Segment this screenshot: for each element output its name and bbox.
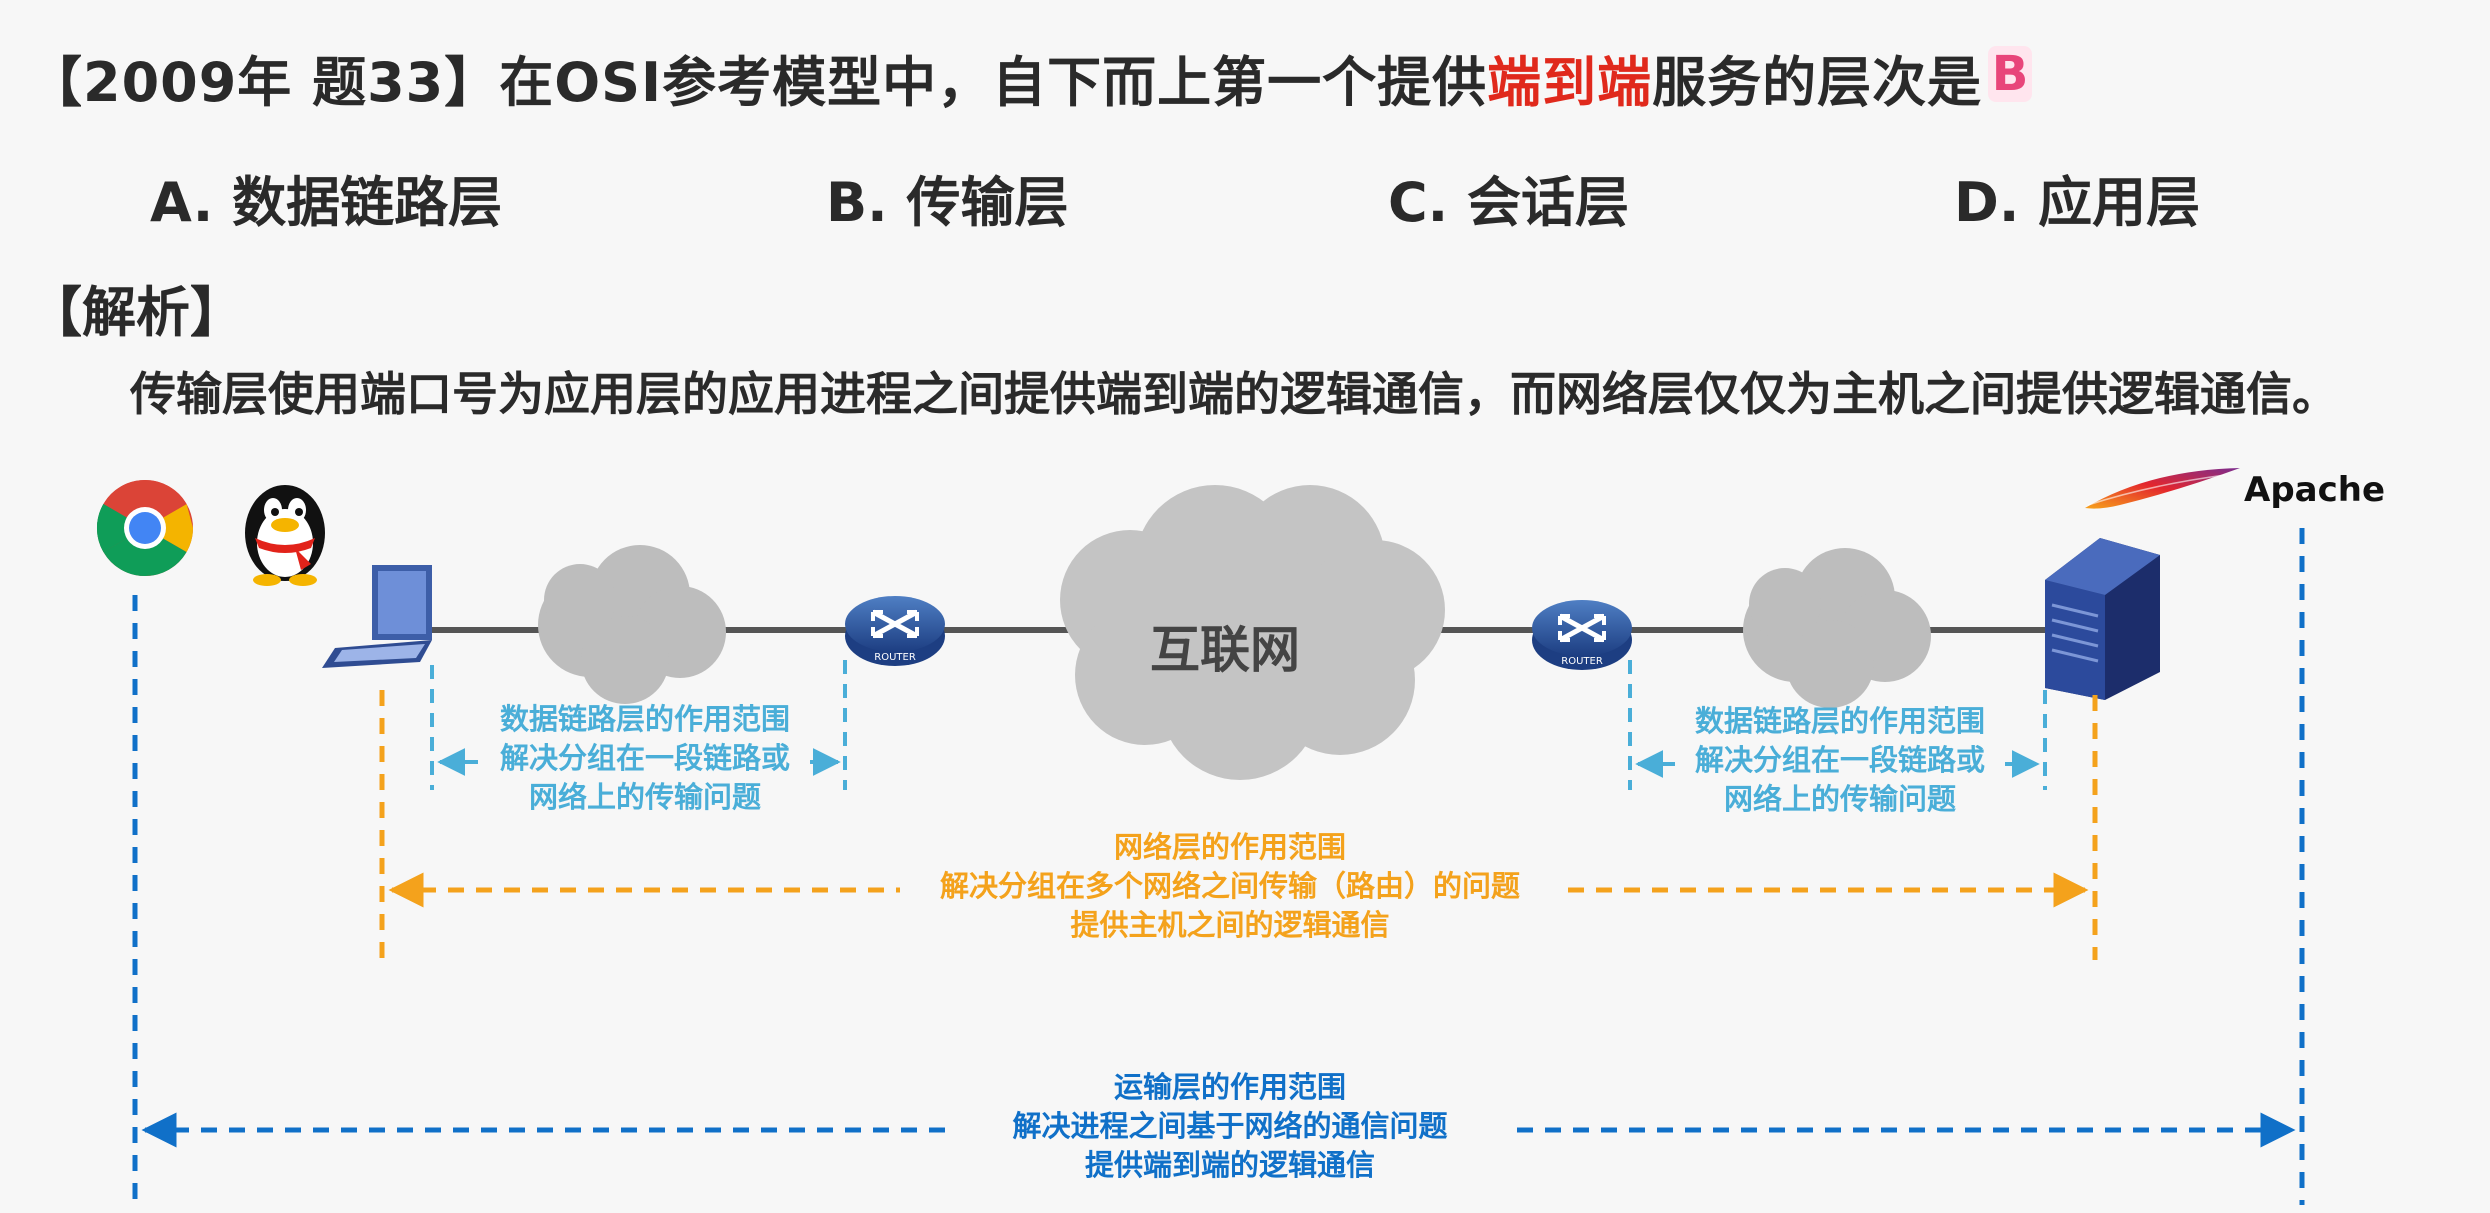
question-suffix: 服务的层次是 [1652, 51, 1983, 114]
datalink-left-line-2: 解决分组在一段链路或 [480, 739, 810, 779]
internet-label: 互联网 [1150, 621, 1300, 679]
question-prefix: 【2009年 题33】在OSI参考模型中，自下而上第一个提供 [28, 51, 1488, 114]
datalink-left-line-3: 网络上的传输问题 [528, 780, 761, 815]
router-label: ROUTER [1561, 656, 1603, 667]
router-label: ROUTER [874, 652, 916, 663]
option-b[interactable]: B. 传输层 [826, 171, 1069, 234]
network-line-1: 网络层的作用范围 [1113, 830, 1346, 864]
question-title: 【2009年 题33】在OSI参考模型中，自下而上第一个提供端到端服务的层次是 [28, 38, 1982, 117]
datalink-right-line-3: 网络上的传输问题 [1723, 782, 1956, 817]
server-icon [2045, 538, 2160, 700]
transport-line-1: 运输层的作用范围 [1113, 1070, 1346, 1104]
option-a[interactable]: A. 数据链路层 [150, 171, 503, 234]
network-line-2: 解决分组在多个网络之间传输（路由）的问题 [900, 867, 1560, 907]
datalink-right-line-2: 解决分组在一段链路或 [1675, 741, 2005, 781]
datalink-left-line-1: 数据链路层的作用范围 [499, 702, 790, 736]
laptop-icon [322, 565, 432, 668]
router-icon: ROUTER [1532, 600, 1632, 670]
option-c[interactable]: C. 会话层 [1388, 171, 1629, 234]
cloud-icon [1743, 548, 1931, 708]
answer-badge: B [1988, 46, 2032, 102]
transport-label: 运输层的作用范围 解决进程之间基于网络的通信问题 提供端到端的逻辑通信 [950, 1068, 1510, 1185]
router-icon: ROUTER [845, 596, 945, 666]
datalink-label-left: 数据链路层的作用范围 解决分组在一段链路或 网络上的传输问题 [480, 700, 810, 817]
analysis-heading: 【解析】 [28, 281, 244, 344]
transport-line-2: 解决进程之间基于网络的通信问题 [950, 1107, 1510, 1147]
option-d[interactable]: D. 应用层 [1954, 171, 2201, 234]
apache-feather-icon [2085, 468, 2240, 509]
datalink-label-right: 数据链路层的作用范围 解决分组在一段链路或 网络上的传输问题 [1675, 702, 2005, 819]
network-label: 网络层的作用范围 解决分组在多个网络之间传输（路由）的问题 提供主机之间的逻辑通… [900, 828, 1560, 945]
apache-label: Apache [2244, 470, 2386, 510]
analysis-text: 传输层使用端口号为应用层的应用进程之间提供端到端的逻辑通信，而网络层仅仅为主机之… [130, 367, 2338, 421]
qq-penguin-icon [245, 485, 325, 586]
internet-cloud-icon [1060, 485, 1445, 780]
chrome-icon [96, 479, 194, 577]
cloud-icon [538, 545, 726, 704]
network-line-3: 提供主机之间的逻辑通信 [1070, 908, 1390, 943]
transport-line-3: 提供端到端的逻辑通信 [1084, 1148, 1375, 1183]
question-highlight: 端到端 [1487, 51, 1653, 114]
datalink-right-line-1: 数据链路层的作用范围 [1694, 704, 1985, 738]
